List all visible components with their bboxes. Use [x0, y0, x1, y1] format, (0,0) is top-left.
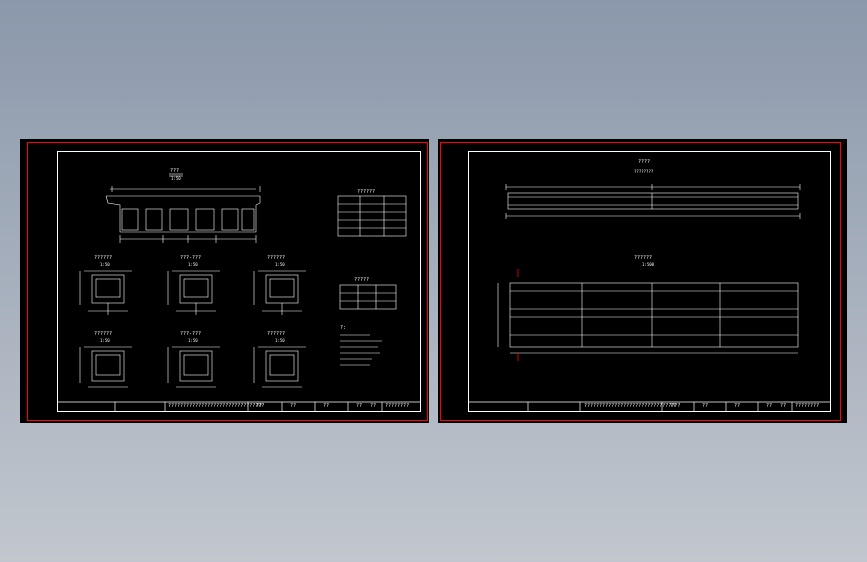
left-sheet-drawing: ??? 1:50 ?????? ?????: [27, 142, 428, 421]
view1-title: ????: [638, 159, 650, 165]
section-3-scale: 1:50: [275, 262, 285, 267]
quantity-table-1: [337, 195, 407, 237]
right-sheet-drawing: ???? ???????? ?????? 1:500: [440, 142, 841, 421]
title-block-sheet-no: ????????: [795, 403, 820, 409]
drawing-sheet-left[interactable]: ??? 1:50 ?????? ?????: [20, 139, 429, 423]
frame-border: [468, 151, 831, 412]
section-6-scale: 1:50: [275, 338, 285, 343]
title-block-cell-2: ??: [290, 403, 297, 409]
drawing-sheet-right[interactable]: ???? ???????? ?????? 1:500 ?????????????…: [438, 139, 847, 423]
section-5-scale: 1:50: [188, 338, 198, 343]
title-block: [468, 401, 830, 411]
section-5-title: ???-???: [180, 331, 201, 337]
title-block-cell-4: ??: [766, 403, 773, 409]
table1-title: ??????: [357, 189, 375, 195]
section-6-title: ??????: [267, 331, 285, 337]
section-6: [253, 346, 306, 388]
page-border-red: [27, 142, 428, 421]
section-2-scale: 1:50: [188, 262, 198, 267]
title-block-sheet-no: ????????: [385, 403, 410, 409]
page-border-red: [440, 142, 841, 421]
view2-title: ??????: [634, 255, 652, 261]
elevation-scale: 1:50: [171, 176, 181, 181]
title-block-description: ????????????????????????????????: [168, 403, 265, 409]
section-5: [167, 346, 220, 388]
title-block-cell-5: ??: [780, 403, 787, 409]
girder-elevation: [505, 184, 801, 219]
quantity-table-2: [339, 284, 397, 310]
title-block-cell-4: ??: [356, 403, 363, 409]
girder-plan-view: [497, 282, 799, 354]
frame-border: [57, 151, 421, 412]
bridge-elevation-view: [105, 173, 261, 243]
title-block-cell-1: ??: [670, 403, 677, 409]
section-1-title: ??????: [94, 255, 112, 261]
table2-title: ?????: [354, 277, 369, 283]
notes-title: ?:: [340, 325, 346, 331]
section-4-title: ??????: [94, 331, 112, 337]
section-2-title: ???-???: [180, 255, 201, 261]
view2-scale: 1:500: [642, 262, 655, 267]
title-block-description: ????????????????????????????????: [584, 403, 681, 409]
title-block-cell-3: ??: [323, 403, 330, 409]
elevation-title: ???: [170, 168, 179, 174]
title-block: [57, 401, 420, 411]
section-2: [167, 270, 220, 315]
title-block-cell-2: ??: [702, 403, 709, 409]
title-block-cell-1: ??: [256, 403, 263, 409]
section-1-scale: 1:50: [100, 262, 110, 267]
section-4-scale: 1:50: [100, 338, 110, 343]
view1-scale: ????????: [634, 169, 654, 174]
section-3: [253, 270, 306, 315]
title-block-cell-5: ??: [370, 403, 377, 409]
section-1: [79, 270, 132, 315]
notes-text-lines: [340, 334, 382, 366]
section-3-title: ??????: [267, 255, 285, 261]
title-block-cell-3: ??: [734, 403, 741, 409]
section-4: [79, 346, 132, 388]
